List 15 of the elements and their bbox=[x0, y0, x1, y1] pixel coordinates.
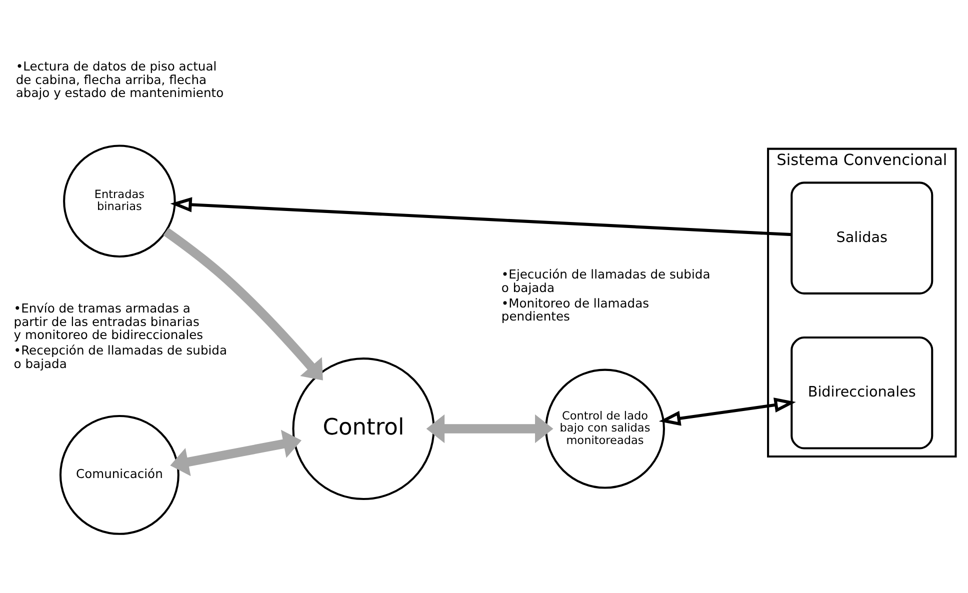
node-circle: Control de lado bajo con salidas monitoreadas bbox=[545, 368, 665, 489]
node-label: •Lectura de datos de piso actual de cabina, flecha arriba, flecha abajo y estado de mantenimiento bbox=[16, 59, 224, 100]
node-circle: Entradas binarias bbox=[63, 144, 176, 258]
node-label: •Monitoreo de llamadas pendientes bbox=[501, 296, 650, 324]
arrow bbox=[170, 197, 792, 236]
arrow bbox=[170, 430, 302, 476]
node-circle: Comunicación bbox=[59, 414, 180, 535]
arrow bbox=[163, 228, 323, 380]
node-label: •Ejecución de llamadas de subida o bajada bbox=[501, 268, 710, 295]
node-box: Salidas bbox=[790, 182, 934, 294]
node-label: •Envío de tramas armadas a partir de las entradas binarias y monitoreo de bidireccionales bbox=[14, 301, 204, 342]
arrow bbox=[658, 398, 796, 426]
node-label: •Recepción de llamadas de subida o bajada bbox=[14, 344, 228, 371]
arrow bbox=[426, 414, 554, 444]
node-box: Bidireccionales bbox=[790, 336, 934, 450]
